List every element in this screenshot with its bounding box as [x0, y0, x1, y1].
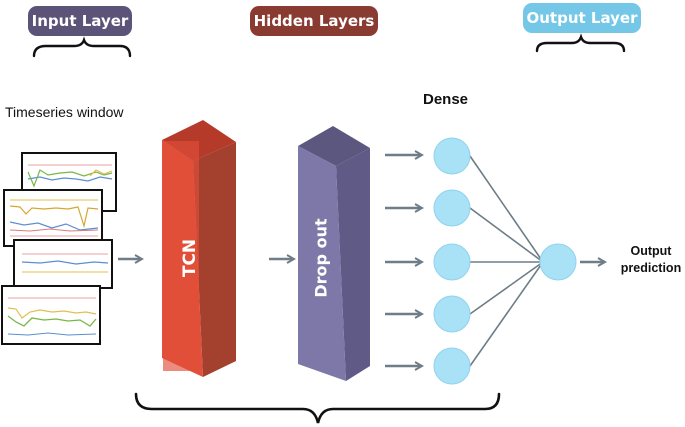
output-prediction-label: Output prediction	[620, 244, 682, 275]
timeseries-chart-2	[3, 189, 103, 247]
dropout-block	[298, 126, 370, 381]
dense-to-output-connections	[469, 155, 544, 367]
timeseries-chart-4	[1, 285, 101, 345]
dense-neuron	[433, 243, 471, 281]
timeseries-thumbnails	[1, 152, 117, 345]
hidden-layers-badge: Hidden Layers	[250, 6, 378, 36]
dense-neurons	[433, 137, 471, 385]
dropout-to-dense-arrows	[385, 155, 421, 366]
output-layer-brace-icon	[535, 33, 626, 53]
dense-neuron	[433, 295, 471, 333]
input-layer-brace-icon	[32, 36, 132, 58]
timeseries-window-label: Timeseries window	[5, 104, 124, 120]
hidden-layers-brace-icon	[134, 392, 501, 424]
tcn-block	[162, 120, 236, 377]
dropout-label: Drop out	[312, 218, 331, 298]
dense-neuron	[433, 137, 471, 175]
timeseries-chart-3	[13, 239, 113, 289]
output-layer-badge: Output Layer	[523, 3, 641, 33]
input-layer-badge: Input Layer	[28, 6, 132, 36]
dense-neuron	[433, 347, 471, 385]
dense-neuron	[433, 189, 471, 227]
tcn-label: TCN	[180, 239, 200, 277]
dense-label: Dense	[423, 91, 469, 108]
output-neuron	[539, 243, 577, 281]
